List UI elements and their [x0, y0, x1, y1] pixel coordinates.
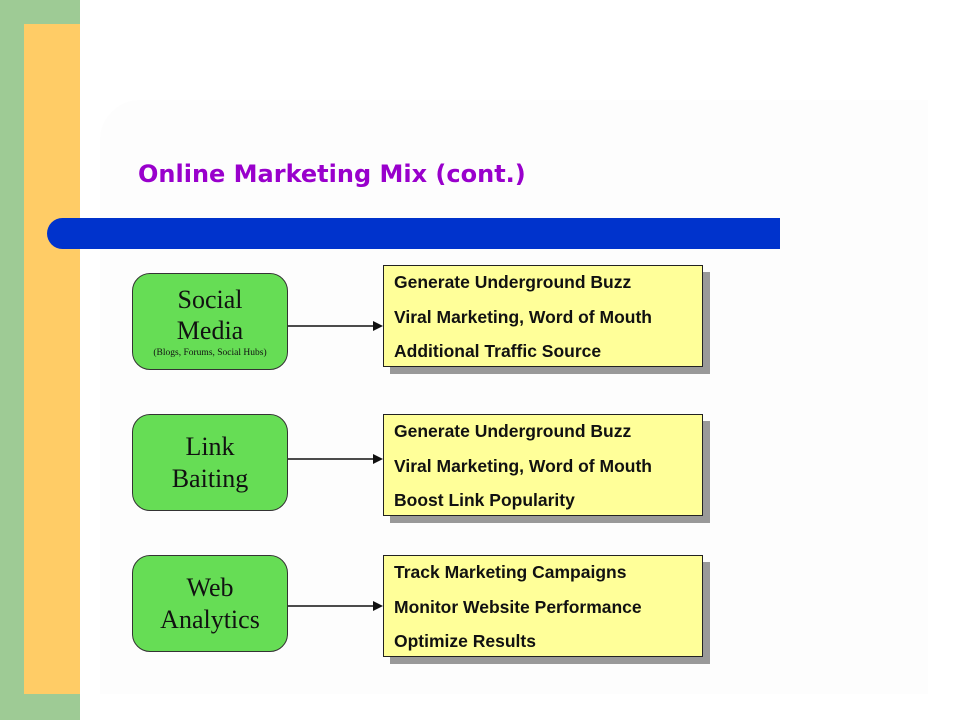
- outcome-item: Generate Underground Buzz: [394, 421, 632, 441]
- node-label-line-1: Link: [185, 432, 235, 462]
- outcome-item: Viral Marketing, Word of Mouth: [394, 455, 652, 476]
- outcome-item: Monitor Website Performance: [394, 596, 642, 617]
- node-subtitle: (Blogs, Forums, Social Hubs): [153, 347, 267, 358]
- outcome-item: Track Marketing Campaigns: [394, 562, 627, 582]
- connector-arrow: [288, 454, 383, 464]
- node-label-line-1: Social: [177, 284, 243, 314]
- connector-arrow: [288, 321, 383, 331]
- title-rule-bar: [47, 218, 780, 249]
- connector-arrow: [288, 601, 383, 611]
- outcome-item: Viral Marketing, Word of Mouth: [394, 306, 652, 327]
- node-label-line-1: Web: [186, 573, 234, 603]
- node-web-analytics: Web Analytics: [132, 555, 288, 652]
- node-label-line-2: Analytics: [160, 604, 260, 634]
- node-label-line-2: Baiting: [171, 463, 249, 493]
- node-social-media: Social Media (Blogs, Forums, Social Hubs…: [132, 273, 288, 370]
- outcome-box-web-analytics: Track Marketing Campaigns Monitor Websit…: [383, 555, 703, 657]
- slide-title: Online Marketing Mix (cont.): [138, 160, 526, 188]
- node-label-line-2: Media: [176, 315, 244, 345]
- outcome-item: Optimize Results: [394, 631, 536, 651]
- outcome-item: Boost Link Popularity: [394, 490, 575, 510]
- outcome-item: Additional Traffic Source: [394, 341, 602, 361]
- outcome-box-social-media: Generate Underground Buzz Viral Marketin…: [383, 265, 703, 367]
- node-link-baiting: Link Baiting: [132, 414, 288, 511]
- outcome-box-link-baiting: Generate Underground Buzz Viral Marketin…: [383, 414, 703, 516]
- outcome-item: Generate Underground Buzz: [394, 272, 632, 292]
